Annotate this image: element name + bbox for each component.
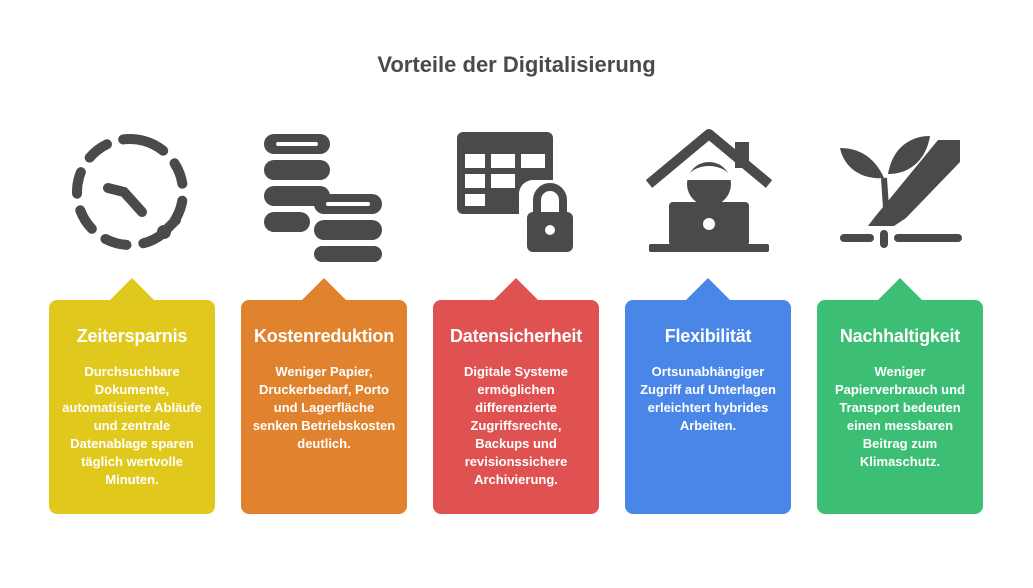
page-title: Vorteile der Digitalisierung — [377, 52, 656, 77]
card-nachhaltigkeit: Nachhaltigkeit Weniger Papierverbrauch u… — [817, 278, 983, 514]
coins-icon — [256, 122, 396, 262]
locked-table-icon — [449, 122, 589, 262]
plant-icon — [834, 122, 974, 262]
card-kostenreduktion: Kostenreduktion Weniger Papier, Druckerb… — [241, 278, 407, 514]
card-text: Ortsunabhängiger Zugriff auf Unterlagen … — [640, 364, 776, 433]
card-zeitersparnis: Zeitersparnis Durchsuchbare Dokumente, a… — [49, 278, 215, 514]
card-text: Weniger Papier, Druckerbedarf, Porto und… — [252, 364, 396, 451]
card-datensicherheit: Datensicherheit Digitale Systeme ermögli… — [433, 278, 599, 514]
home-office-icon — [641, 122, 781, 262]
card-title: Flexibilität — [664, 326, 752, 346]
card-text: Durchsuchbare Dokumente, automatisierte … — [62, 364, 202, 487]
card-flexibilitaet: Flexibilität Ortsunabhängiger Zugriff au… — [625, 278, 791, 514]
card-text: Digitale Systeme ermöglichen differenzie… — [463, 364, 569, 487]
card-title: Datensicherheit — [449, 326, 583, 346]
card-title: Zeitersparnis — [76, 326, 188, 346]
card-text: Weniger Papierverbrauch und Transport be… — [834, 364, 966, 469]
card-title: Kostenreduktion — [253, 326, 394, 346]
card-title: Nachhaltigkeit — [839, 326, 961, 346]
clock-icon — [62, 122, 202, 262]
